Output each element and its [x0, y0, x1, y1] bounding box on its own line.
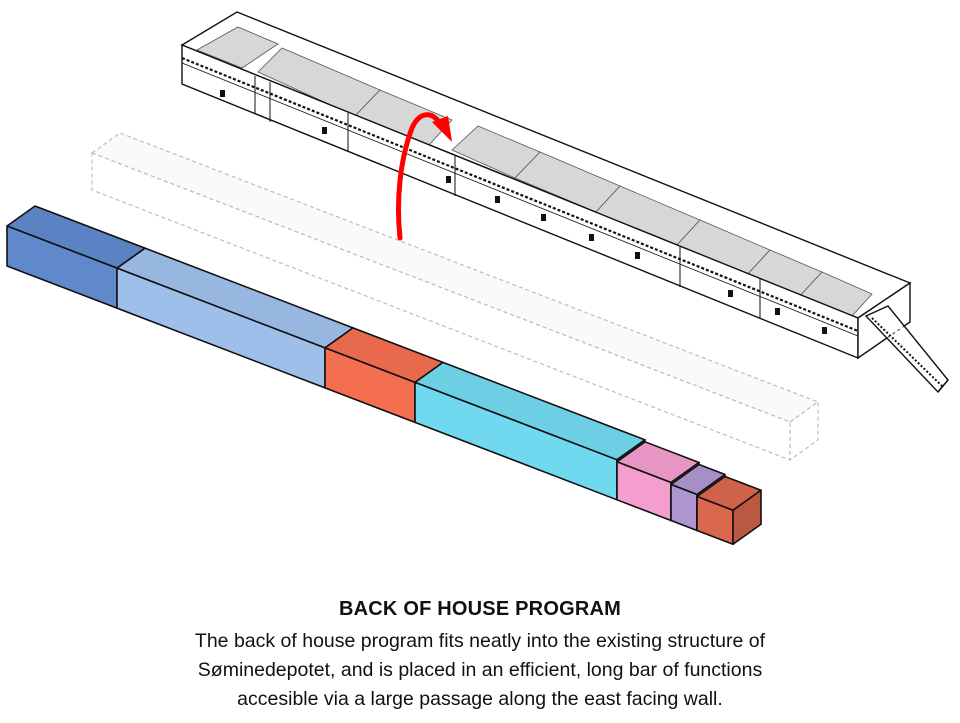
relocation-arrow [396, 112, 452, 241]
caption-line: The back of house program fits neatly in… [194, 630, 766, 652]
arrow-head [432, 116, 452, 142]
arrow-curve [396, 112, 443, 241]
program-block-7-end [732, 489, 762, 546]
ghost-bar [90, 132, 820, 462]
existing-building [180, 11, 949, 394]
caption-line: Søminedepotet, and is placed in an effic… [197, 659, 763, 681]
program-bar [6, 205, 762, 546]
caption-line: accesible via a large passage along the … [237, 688, 723, 710]
caption-title: BACK OF HOUSE PROGRAM [339, 598, 621, 620]
caption-body: The back of house program fits neatly in… [0, 627, 960, 714]
roof-panel [196, 26, 279, 69]
